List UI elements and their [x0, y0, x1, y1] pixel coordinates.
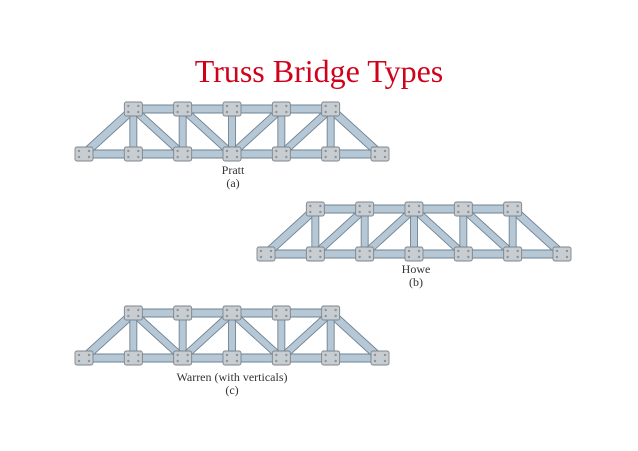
pratt-truss-diagram [74, 98, 390, 164]
gusset-plate [370, 146, 390, 162]
gusset-plate [173, 350, 193, 366]
gusset-plate [123, 350, 143, 366]
pratt-caption: Pratt (a) [183, 164, 283, 190]
pratt-truss-svg [74, 101, 390, 162]
gusset-plate [355, 246, 375, 262]
warren-truss-svg [74, 305, 390, 366]
gusset-plate [222, 305, 242, 321]
pratt-name: Pratt [221, 163, 245, 177]
gusset-plate [271, 101, 291, 117]
howe-caption: Howe (b) [366, 263, 466, 289]
warren-name: Warren (with verticals) [176, 370, 288, 384]
gusset-plate [173, 146, 193, 162]
gusset-plate [305, 246, 325, 262]
gusset-plate [321, 305, 341, 321]
howe-truss-diagram [256, 198, 572, 264]
gusset-plate [123, 101, 143, 117]
gusset-plate [404, 246, 424, 262]
gusset-plate [222, 101, 242, 117]
warren-truss-diagram [74, 302, 390, 368]
gusset-plate [222, 350, 242, 366]
howe-name: Howe [401, 262, 431, 276]
gusset-plate [271, 350, 291, 366]
gusset-plate [123, 305, 143, 321]
gusset-plate [74, 146, 94, 162]
gusset-plate [453, 246, 473, 262]
howe-truss-svg [256, 201, 572, 262]
warren-caption: Warren (with verticals) (c) [132, 371, 332, 397]
gusset-plate [321, 101, 341, 117]
page-title: Truss Bridge Types [194, 53, 444, 89]
gusset-plate [503, 246, 523, 262]
howe-label: (b) [409, 275, 423, 289]
gusset-plate [321, 350, 341, 366]
pratt-label: (a) [226, 176, 240, 190]
gusset-plate [271, 305, 291, 321]
gusset-plate [222, 146, 242, 162]
gusset-plate [256, 246, 276, 262]
gusset-plate [173, 305, 193, 321]
gusset-plate [173, 101, 193, 117]
gusset-plate [552, 246, 572, 262]
gusset-plate [370, 350, 390, 366]
warren-label: (c) [225, 383, 239, 397]
gusset-plate [271, 146, 291, 162]
gusset-plate [404, 201, 424, 217]
gusset-plate [123, 146, 143, 162]
gusset-plate [305, 201, 325, 217]
gusset-plate [74, 350, 94, 366]
gusset-plate [453, 201, 473, 217]
gusset-plate [321, 146, 341, 162]
gusset-plate [503, 201, 523, 217]
gusset-plate [355, 201, 375, 217]
